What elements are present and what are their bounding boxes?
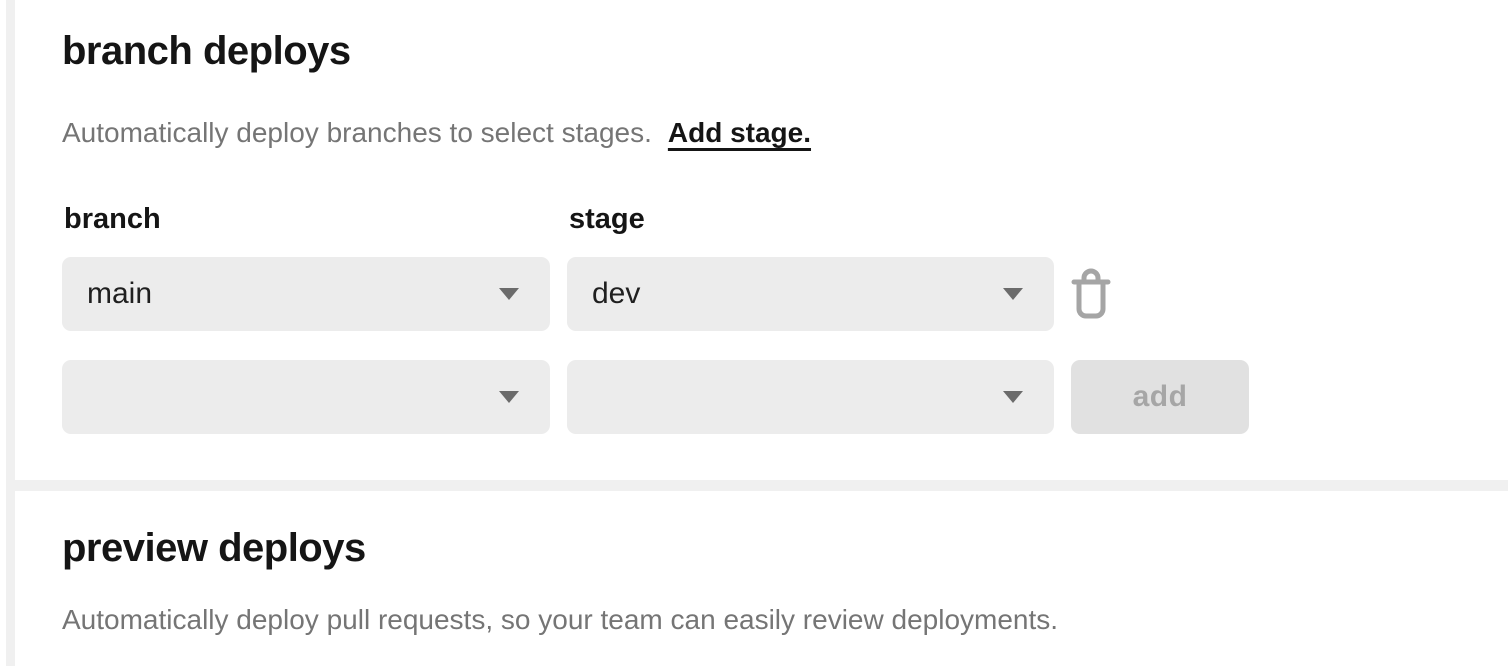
- branch-deploy-rows: main dev: [62, 257, 1508, 434]
- branch-deploys-description: Automatically deploy branches to select …: [62, 115, 1508, 151]
- column-labels-row: branch stage: [62, 201, 1508, 237]
- preview-deploys-title: preview deploys: [62, 526, 366, 570]
- delete-deploy-button[interactable]: [1071, 268, 1111, 321]
- stage-select[interactable]: dev: [567, 257, 1054, 331]
- settings-content: branch deploys Automatically deploy bran…: [6, 0, 1508, 666]
- branch-deploys-title: branch deploys: [62, 29, 351, 73]
- branch-select[interactable]: main: [62, 257, 550, 331]
- stage-column-label: stage: [569, 203, 645, 235]
- chevron-down-icon: [1003, 288, 1023, 300]
- chevron-down-icon: [499, 391, 519, 403]
- row-actions-cell: [1071, 257, 1249, 331]
- trash-icon: [1071, 268, 1111, 318]
- chevron-down-icon: [499, 288, 519, 300]
- new-stage-select[interactable]: [567, 360, 1054, 434]
- section-divider: [6, 480, 1508, 491]
- chevron-down-icon: [1003, 391, 1023, 403]
- preview-deploys-section: preview deploys Automatically deploy pul…: [15, 491, 1508, 666]
- new-branch-select[interactable]: [62, 360, 550, 434]
- left-gutter-divider: [6, 0, 15, 666]
- branch-column-label: branch: [64, 203, 161, 235]
- add-stage-link[interactable]: Add stage.: [667, 117, 812, 148]
- branch-select-value: main: [87, 277, 153, 310]
- preview-deploys-description: Automatically deploy pull requests, so y…: [62, 604, 1059, 635]
- add-button[interactable]: add: [1071, 360, 1249, 434]
- stage-select-value: dev: [592, 277, 641, 310]
- branch-deploys-section: branch deploys Automatically deploy bran…: [15, 0, 1508, 480]
- branch-deploys-description-text: Automatically deploy branches to select …: [62, 117, 652, 148]
